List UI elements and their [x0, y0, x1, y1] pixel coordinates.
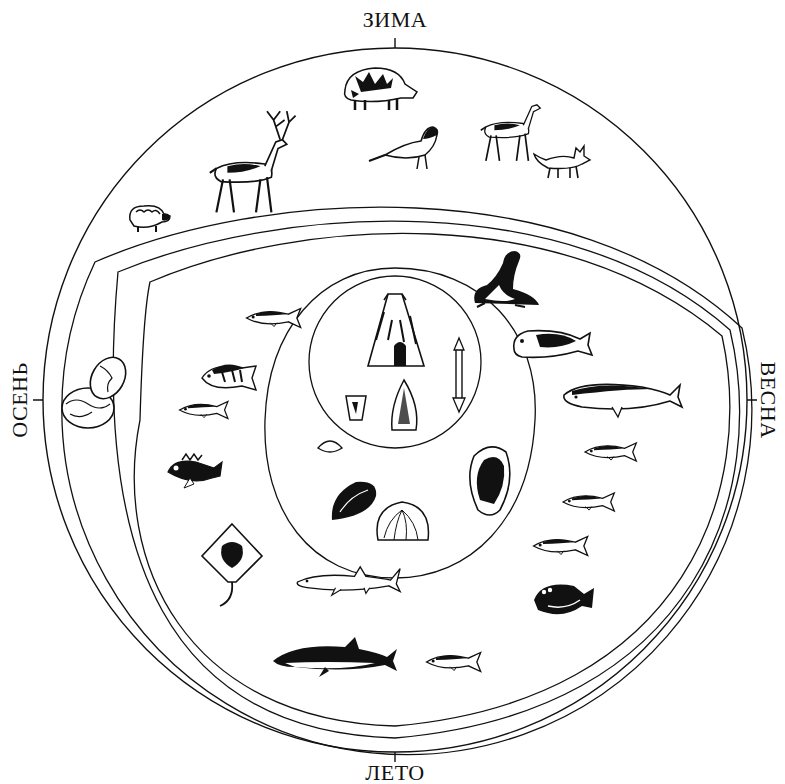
herring-figure [180, 402, 228, 419]
cockle-figure [377, 502, 428, 540]
sculpin-figure [168, 454, 222, 488]
ray-figure [202, 524, 262, 606]
forest-boundary [62, 207, 752, 754]
sprat-figure [563, 493, 614, 511]
pheasant-figure [369, 127, 438, 169]
walnut-figure [62, 351, 133, 428]
flounder-figure [534, 585, 594, 615]
deer-figure [210, 140, 287, 213]
season-label: ОСЕНЬ [9, 362, 31, 437]
fox-figure [534, 146, 590, 178]
sheep-figure [130, 206, 170, 232]
herring-figure [585, 443, 636, 461]
porpoise-figure [273, 637, 397, 677]
season-label: ЗИМА [363, 9, 427, 31]
dogfish-figure [297, 567, 400, 596]
hut-figure [368, 294, 424, 366]
antlers-figure [267, 111, 296, 140]
sea-boundary [134, 233, 730, 726]
cod-figure [427, 653, 481, 672]
sea-lion-figure [474, 251, 539, 307]
clam-figure [318, 441, 342, 452]
settlement-circle [309, 276, 481, 448]
outer-circle [43, 48, 747, 752]
salmon-figure [247, 309, 301, 328]
perch-figure [202, 364, 256, 390]
shore-boundary [265, 268, 535, 578]
mussel-figure [332, 482, 376, 520]
whitefish-figure [534, 537, 588, 556]
harpoon-figure [453, 338, 465, 412]
season-tick [33, 38, 757, 762]
spearhead-figure [392, 380, 417, 430]
whale-figure [564, 384, 682, 417]
season-label: ВЕСНА [757, 361, 779, 438]
doe-figure [481, 105, 541, 161]
coast-boundary [113, 221, 739, 738]
oyster-figure [470, 447, 510, 515]
pot-figure [346, 396, 366, 420]
seal-figure [514, 331, 592, 358]
season-label: ЛЕТО [365, 762, 424, 784]
boar-figure [345, 68, 417, 110]
